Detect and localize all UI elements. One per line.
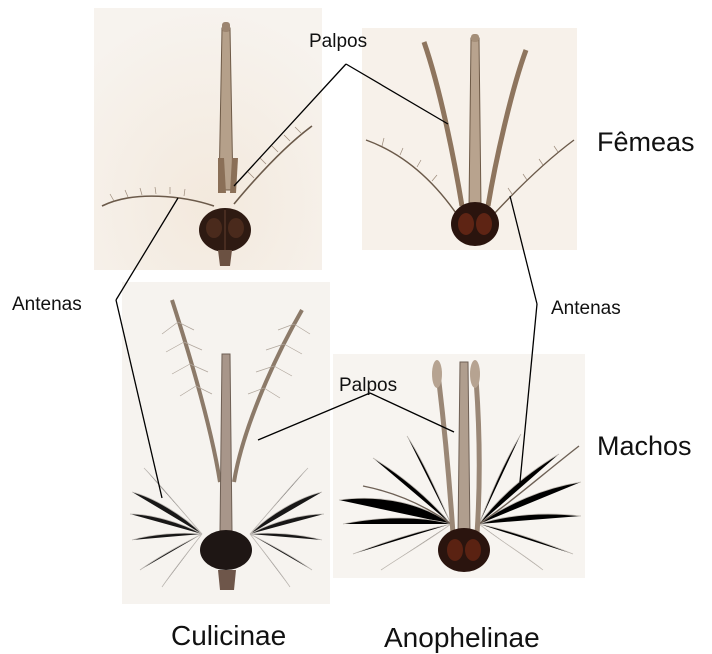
caption-culicinae: Culicinae <box>171 622 286 650</box>
palpos-label-top: Palpos <box>309 32 367 51</box>
anophelinae-female-illustration <box>362 28 577 250</box>
palpos-label-bottom: Palpos <box>339 376 397 395</box>
femeas-label: Fêmeas <box>597 129 695 156</box>
antenas-label-right: Antenas <box>551 299 621 318</box>
antenas-label-left: Antenas <box>12 295 82 314</box>
machos-label: Machos <box>597 433 692 460</box>
culicinae-male-photo <box>122 282 330 604</box>
anophelinae-female-photo <box>362 28 577 250</box>
culicinae-female-photo <box>94 8 322 270</box>
culicinae-female-illustration <box>94 8 322 270</box>
culicinae-male-illustration <box>122 282 330 604</box>
caption-anophelinae: Anophelinae <box>384 624 540 652</box>
